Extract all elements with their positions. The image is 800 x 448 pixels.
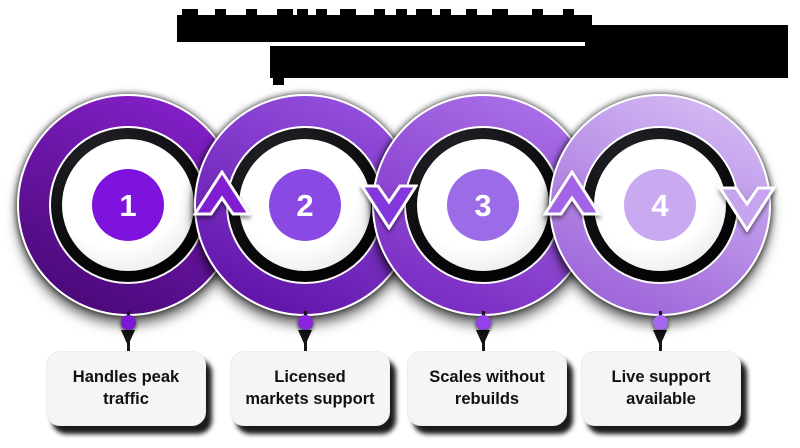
step-ring-1: 1	[17, 94, 239, 316]
title-bar-line-2	[270, 46, 592, 78]
step-card-label: available	[626, 389, 696, 408]
step-card-3: Scales without rebuilds	[407, 351, 567, 426]
number-disc-1: 1	[92, 169, 164, 241]
number-disc-3: 3	[447, 169, 519, 241]
title-bar-right-block	[585, 25, 788, 78]
connector-dot-4	[653, 315, 668, 330]
step-number-3: 3	[474, 187, 492, 223]
connector-spike-3	[476, 330, 490, 346]
number-disc-4: 4	[624, 169, 696, 241]
connector-dot-3	[475, 315, 491, 330]
step-card-label: Live support	[611, 367, 711, 386]
step-card-4: Live support available	[581, 351, 741, 426]
step-ring-2: 2	[194, 94, 416, 316]
title-bar-line-1	[177, 15, 592, 42]
step-card-label: traffic	[103, 389, 149, 408]
step-card-label: Licensed	[274, 367, 346, 386]
step-card-label: markets support	[245, 389, 375, 408]
step-number-2: 2	[296, 187, 314, 223]
step-card-label: Handles peak	[72, 367, 180, 386]
step-number-4: 4	[651, 187, 669, 223]
title-descender-nub	[273, 78, 284, 85]
step-card-1: Handles peak traffic	[46, 351, 206, 426]
arrow-up-icon	[193, 170, 251, 216]
number-disc-2: 2	[269, 169, 341, 241]
step-number-1: 1	[119, 187, 137, 223]
step-card-label: Scales without	[429, 367, 545, 386]
arrow-down-icon	[718, 186, 776, 232]
arrow-up-icon	[543, 170, 601, 216]
connector-spike-1	[121, 330, 135, 346]
connector-dot-2	[298, 315, 313, 330]
arrow-down-icon	[360, 184, 418, 230]
connector-spike-4	[653, 330, 667, 346]
step-card-2: Licensed markets support	[230, 351, 390, 426]
connector-spike-2	[298, 330, 312, 346]
step-card-label: rebuilds	[454, 389, 520, 408]
connector-dot-1	[120, 315, 136, 330]
